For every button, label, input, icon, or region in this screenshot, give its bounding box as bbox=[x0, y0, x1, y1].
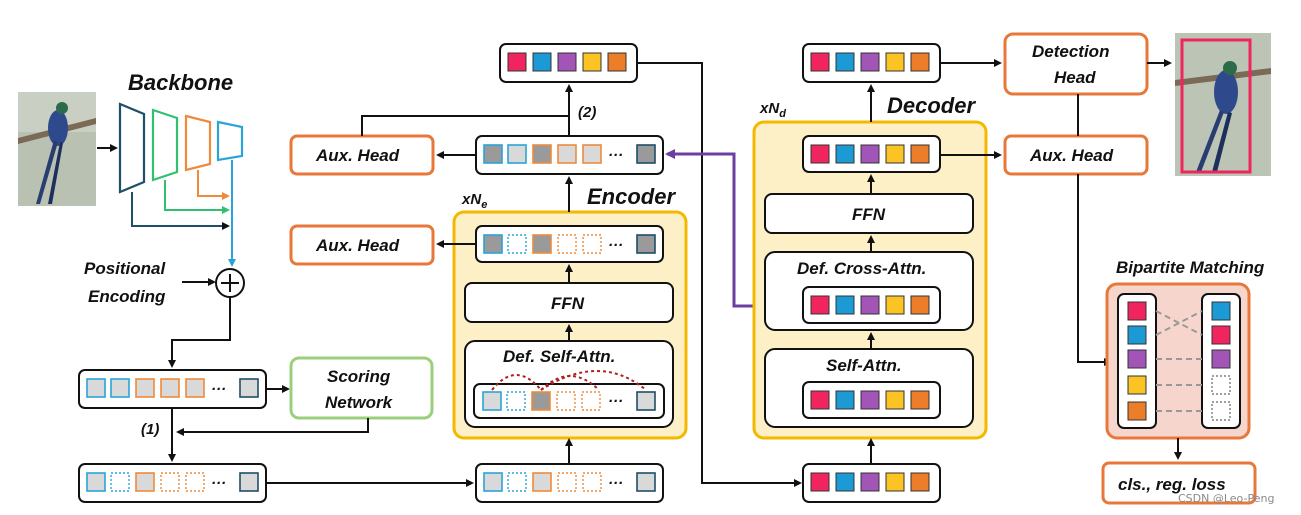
selected-queries-row bbox=[499, 43, 638, 83]
encoder-input-tokens: ··· bbox=[475, 463, 664, 503]
svg-text:Detection: Detection bbox=[1032, 42, 1109, 61]
add-to-tokens-arrow bbox=[168, 297, 231, 368]
svg-text:Aux. Head: Aux. Head bbox=[1029, 146, 1114, 165]
encoder-output-tokens: ··· bbox=[475, 135, 664, 175]
add-operator-icon bbox=[215, 268, 245, 298]
encoder-label: Encoder bbox=[587, 184, 676, 209]
token-row-features: ··· bbox=[78, 369, 267, 409]
aux-head-decoder: Aux. Head bbox=[1003, 134, 1149, 176]
def-cross-attn-label: Def. Cross-Attn. bbox=[797, 259, 926, 278]
svg-text:Aux. Head: Aux. Head bbox=[315, 236, 400, 255]
scoring-network-label-2: Network bbox=[325, 393, 394, 412]
xne-label: xNe bbox=[461, 191, 487, 211]
def-self-attn-label: Def. Self-Attn. bbox=[503, 347, 615, 366]
attention-arcs bbox=[491, 370, 647, 391]
decoder-ffn-label: FFN bbox=[852, 205, 886, 224]
ellipsis: ··· bbox=[608, 237, 623, 254]
ellipsis: ··· bbox=[211, 381, 226, 398]
output-image bbox=[1175, 33, 1271, 176]
step2-label: (2) bbox=[578, 104, 596, 121]
predictions-to-matching-arrow bbox=[1077, 94, 1110, 362]
self-attn-label: Self-Attn. bbox=[826, 356, 902, 375]
decoder-label: Decoder bbox=[887, 93, 976, 118]
decoder-inner-queries bbox=[802, 135, 941, 173]
detection-head: Detection Head bbox=[1003, 32, 1149, 96]
encoder-ffn-block: FFN bbox=[464, 282, 674, 323]
backbone-feature-arrows bbox=[131, 160, 236, 267]
ellipsis: ··· bbox=[211, 475, 226, 492]
decoder-output-queries bbox=[802, 43, 941, 83]
xnd-label: xNd bbox=[759, 100, 786, 120]
ellipsis: ··· bbox=[608, 147, 623, 164]
positional-encoding-label-2: Encoding bbox=[88, 287, 166, 306]
backbone-label: Backbone bbox=[128, 70, 233, 95]
svg-text:Head: Head bbox=[1054, 68, 1096, 87]
svg-text:cls., reg. loss: cls., reg. loss bbox=[1118, 475, 1226, 494]
svg-text:Aux. Head: Aux. Head bbox=[315, 146, 400, 165]
watermark: CSDN @Leo-Peng bbox=[1178, 492, 1274, 505]
scoring-to-select-arrow bbox=[176, 418, 369, 436]
aux-head-encoder-inner: Aux. Head bbox=[289, 224, 435, 266]
loss-box: cls., reg. loss bbox=[1101, 461, 1257, 505]
bipartite-matching-block bbox=[1105, 282, 1251, 440]
aux-head-encoder: Aux. Head bbox=[289, 134, 435, 176]
aux-to-select-line bbox=[361, 115, 569, 136]
def-cross-attn-block: Def. Cross-Attn. bbox=[764, 251, 974, 331]
ellipsis: ··· bbox=[608, 393, 623, 410]
backbone-stages bbox=[118, 102, 244, 194]
step1-label: (1) bbox=[141, 421, 159, 438]
queries-to-decoder-arrow bbox=[637, 62, 802, 487]
encoder-ffn-label: FFN bbox=[551, 294, 585, 313]
decoder-ffn-block: FFN bbox=[764, 193, 974, 234]
decoder-input-queries bbox=[802, 463, 941, 503]
bipartite-matching-label: Bipartite Matching bbox=[1116, 258, 1265, 277]
self-attn-block: Self-Attn. bbox=[764, 348, 974, 428]
scoring-network-label-1: Scoring bbox=[327, 367, 391, 386]
ellipsis: ··· bbox=[608, 475, 623, 492]
encoder-inner-tokens: ··· bbox=[475, 225, 664, 263]
input-image bbox=[18, 92, 96, 206]
def-self-attn-block: Def. Self-Attn. ··· bbox=[464, 340, 674, 428]
scoring-network: Scoring Network bbox=[289, 356, 434, 420]
token-row-sparse: ··· bbox=[78, 463, 267, 503]
positional-encoding-label-1: Positional bbox=[84, 259, 167, 278]
